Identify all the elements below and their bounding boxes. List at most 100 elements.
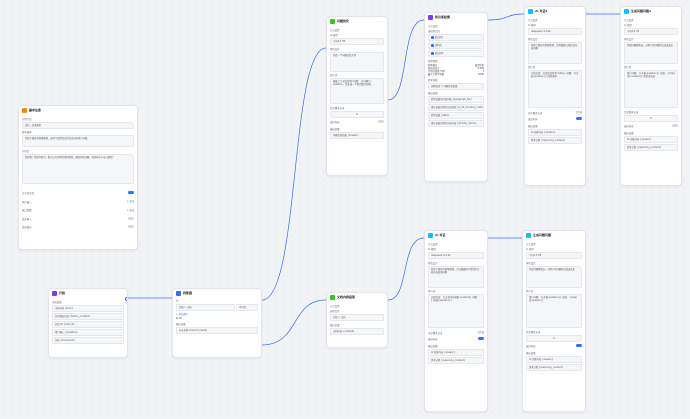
kb-item[interactable]: 知识库1 xyxy=(428,34,484,41)
opening-label: 开场白 xyxy=(22,149,30,153)
doc-extract-node[interactable]: 文档内容提取 节点设置 选择文件 开始 > 文档 输出变量 文档内容 {cont… xyxy=(326,292,388,348)
prompt-textarea[interactable]: 已知信息：{{文档内容提取.content}} 问题：{{开始.question… xyxy=(428,294,484,328)
return-toggle[interactable] xyxy=(378,120,384,124)
gen-question-1-node[interactable]: 生成问题问题1 ··· 节点设置 AI 模型 千问2.5 7B 角色设定 你帮问… xyxy=(620,6,682,186)
output-var: AI 回答内容 {answer} xyxy=(526,355,582,363)
return-toggle[interactable] xyxy=(672,124,678,128)
model-label: AI 模型 xyxy=(428,248,436,251)
if-label: IF xyxy=(176,299,179,303)
kb-item[interactable]: 资料库 xyxy=(428,42,484,49)
output-handle[interactable] xyxy=(125,297,127,301)
model-select[interactable]: deepseek-r1:14b xyxy=(528,28,582,35)
add-condition-button[interactable]: + 添加条件 xyxy=(176,312,188,316)
output-label: 输出变量 xyxy=(624,131,634,135)
start-node[interactable]: 开始 全局变量 当前时间 {time}历史聊天记录 {history_conte… xyxy=(48,288,128,358)
role-label: 角色设定 xyxy=(528,37,538,41)
more-icon[interactable]: ··· xyxy=(480,233,484,237)
file-select[interactable]: 开始 > 文档 xyxy=(330,314,384,321)
output-label: 输出变量 xyxy=(330,127,340,131)
feature-toggle[interactable] xyxy=(128,216,134,220)
prompt-textarea[interactable]: 用户问题：{{开始.question}} 回答：{{AI对话1.answer}}… xyxy=(624,70,678,108)
role-label: 角色设定 xyxy=(428,261,438,265)
global-var: 文档 {document} xyxy=(52,336,124,344)
return-label: 返回内容 xyxy=(528,118,538,121)
role-textarea[interactable]: 你是小团队的智能助理，可以根据用户提供的文档内容回答问题 xyxy=(428,265,484,288)
output-var: 检索结果的分段列表 {paragraph_list} xyxy=(428,96,484,104)
feature-toggle[interactable] xyxy=(128,191,134,195)
query-select[interactable]: 问题优化 > 问题优化结果 xyxy=(428,82,484,90)
feature-label: 语音输入 xyxy=(22,217,32,221)
output-var: AI 回答内容 {answer} xyxy=(428,348,484,356)
model-select[interactable]: deepseek-r1:14b xyxy=(428,252,484,259)
more-icon[interactable]: ··· xyxy=(674,9,678,13)
output-var: 思考过程 {reasoning_content} xyxy=(428,356,484,364)
role-textarea[interactable]: 你帮问题解答员，对用户的问题提出改进意见 xyxy=(624,41,678,64)
condition-field[interactable]: 开始 > 文档 xyxy=(176,303,235,311)
role-textarea[interactable]: 你是问题解答员，对用户的问题提出改进意见 xyxy=(526,265,582,288)
basic-info-node[interactable]: 基本信息 应用介绍 您好，欢迎使用 角色描述 您是小团队的智能助理，使用下面所给… xyxy=(18,105,138,250)
judge-node[interactable]: 判断器 IF 开始 > 文档 不为空 + 添加条件 ELSE 输出变量 分支名称… xyxy=(172,288,262,358)
more-icon[interactable]: ··· xyxy=(578,9,582,13)
history-label: 历史聊天记录 xyxy=(528,111,543,115)
node-title: 知识库检索 xyxy=(435,15,451,19)
history-value[interactable]: 工作流 xyxy=(575,111,582,115)
node-title: AI 对话 xyxy=(435,233,446,237)
return-toggle[interactable] xyxy=(576,344,582,348)
more-icon[interactable]: ··· xyxy=(578,233,582,237)
model-select[interactable]: 千问2.5 7B xyxy=(526,252,582,259)
prompt-textarea[interactable]: 已知信息：{{知识库检索.data}} 问题：{{开始.question}} 回… xyxy=(528,70,582,108)
var-list: 当前时间 {time}历史聊天记录 {history_context}对话 ID… xyxy=(52,304,124,344)
feature-label: 用户输入 xyxy=(22,200,32,204)
role-label: 角色描述 xyxy=(22,131,32,134)
history-input[interactable]: 0 xyxy=(624,114,678,122)
role-label: 角色设定 xyxy=(624,37,634,41)
edge-rewrite-retrieve xyxy=(387,19,425,101)
global-var: 对话 ID {chat_id} xyxy=(52,320,124,328)
gen-question-2-node[interactable]: 生成问题问题 ··· 节点设置 AI 模型 千问2.5 7B 角色设定 你是问题… xyxy=(522,230,586,412)
kb-name: 知识库2 xyxy=(435,52,444,55)
return-label: 返回内容 xyxy=(624,125,634,128)
role-textarea[interactable]: 您是小团队的智能助理，使用下面所给出的信息回答用户问题。 xyxy=(22,135,134,147)
output-var: AI 回答内容 {answer} xyxy=(624,135,678,143)
opening-textarea[interactable]: 你好呀！我是AI助手，我可以为你提供资料检索，解答你的问题，请问有什么可以帮你？ xyxy=(22,153,134,184)
global-var: 用户输入 {question} xyxy=(52,328,124,336)
return-toggle[interactable] xyxy=(576,117,582,121)
ai-chat-2-node[interactable]: AI 对话 ··· 节点设置 AI 模型 deepseek-r1:14b 角色设… xyxy=(424,230,488,412)
condition-operator[interactable]: 不为空 xyxy=(236,303,258,311)
query-label: 检索问题 xyxy=(428,78,438,82)
history-value[interactable]: 工作流 xyxy=(477,331,484,335)
add-button[interactable]: + 添加 xyxy=(126,200,134,204)
add-button[interactable]: + 添加 xyxy=(126,208,134,212)
prompt-textarea[interactable]: 根据上下文优化用户问题：{{问题}} question，优化成一个更完整的问题。 xyxy=(330,78,384,104)
prompt-label: 提示词 xyxy=(428,290,436,293)
history-input[interactable]: 0 xyxy=(330,110,384,118)
opening-tail: ... xyxy=(131,184,134,188)
document-icon xyxy=(330,294,335,300)
section-label: 节点设置 xyxy=(428,242,438,246)
history-label: 历史聊天记录 xyxy=(624,110,639,114)
role-textarea[interactable]: 你是一个问题优化大师 xyxy=(330,51,384,72)
output-list: AI 回答内容 {answer}思考过程 {reasoning_content} xyxy=(624,135,678,151)
node-header: 开始 xyxy=(49,289,127,297)
history-input[interactable]: 0 xyxy=(526,334,582,342)
feature-label: 接口参数 xyxy=(22,209,32,212)
edge-judge-rewrite xyxy=(261,47,327,301)
param-value: 0.500 xyxy=(477,66,484,70)
feature-toggle[interactable] xyxy=(128,225,134,229)
intro-input[interactable]: 您好，欢迎使用 xyxy=(22,121,134,129)
model-select[interactable]: 千问2.5 7B xyxy=(330,38,384,45)
kb-item[interactable]: 知识库2 xyxy=(428,50,484,57)
role-textarea[interactable]: 你是小团队的智能助理，请你根据已知信息回答问题 xyxy=(528,41,582,64)
output-list: AI 回答内容 {answer}思考过程 {reasoning_content} xyxy=(428,348,484,364)
more-icon[interactable]: ··· xyxy=(380,19,384,23)
ai-chat-1-node[interactable]: AI 对话1 ··· 节点设置 AI 模型 deepseek-r1:14b 角色… xyxy=(524,6,586,186)
more-icon[interactable]: ··· xyxy=(480,15,484,19)
return-toggle[interactable] xyxy=(478,337,484,341)
model-select[interactable]: 千问2.5 7B xyxy=(624,28,678,35)
question-rewrite-node[interactable]: 问题优化 ··· 节点设置 AI 模型 千问2.5 7B 角色设定 你是一个问题… xyxy=(326,16,388,176)
intro-label: 应用介绍 xyxy=(22,117,32,121)
output-var: 满足直接回答的分段列表 {is_hit_handling_method_list… xyxy=(428,104,484,112)
prompt-textarea[interactable]: 用户问题：{{开始.question}} 回答：{{AI对话.answer}} xyxy=(526,294,582,328)
